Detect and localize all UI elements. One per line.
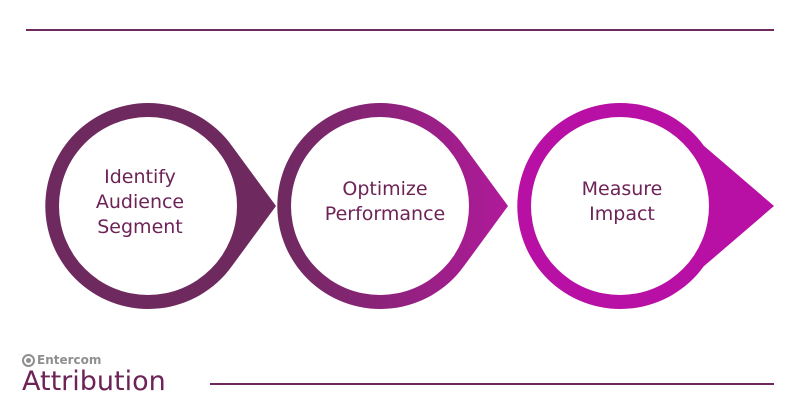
company-logo-icon: [22, 353, 35, 367]
step-1-label-line: Audience: [95, 191, 185, 213]
step-3-label-line: Measure: [581, 178, 663, 200]
step-1-label: Identify Audience Segment: [60, 165, 220, 240]
bottom-divider: [210, 383, 774, 385]
product-name: Attribution: [22, 366, 166, 397]
top-divider: [26, 29, 774, 31]
step-3-label: Measure Impact: [542, 177, 702, 227]
company-logo: Entercom: [22, 353, 101, 367]
step-1-label-line: Segment: [97, 216, 183, 238]
step-3-label-line: Impact: [589, 203, 655, 225]
step-2-label-line: Optimize: [342, 178, 428, 200]
step-1-label-line: Identify: [104, 166, 176, 188]
step-2-label-line: Performance: [324, 203, 446, 225]
step-1-shape: [45, 103, 276, 310]
step-2-shape: [277, 103, 508, 310]
step-2-label: Optimize Performance: [305, 177, 465, 227]
company-name: Entercom: [37, 353, 102, 367]
step-3-shape: [517, 103, 774, 310]
